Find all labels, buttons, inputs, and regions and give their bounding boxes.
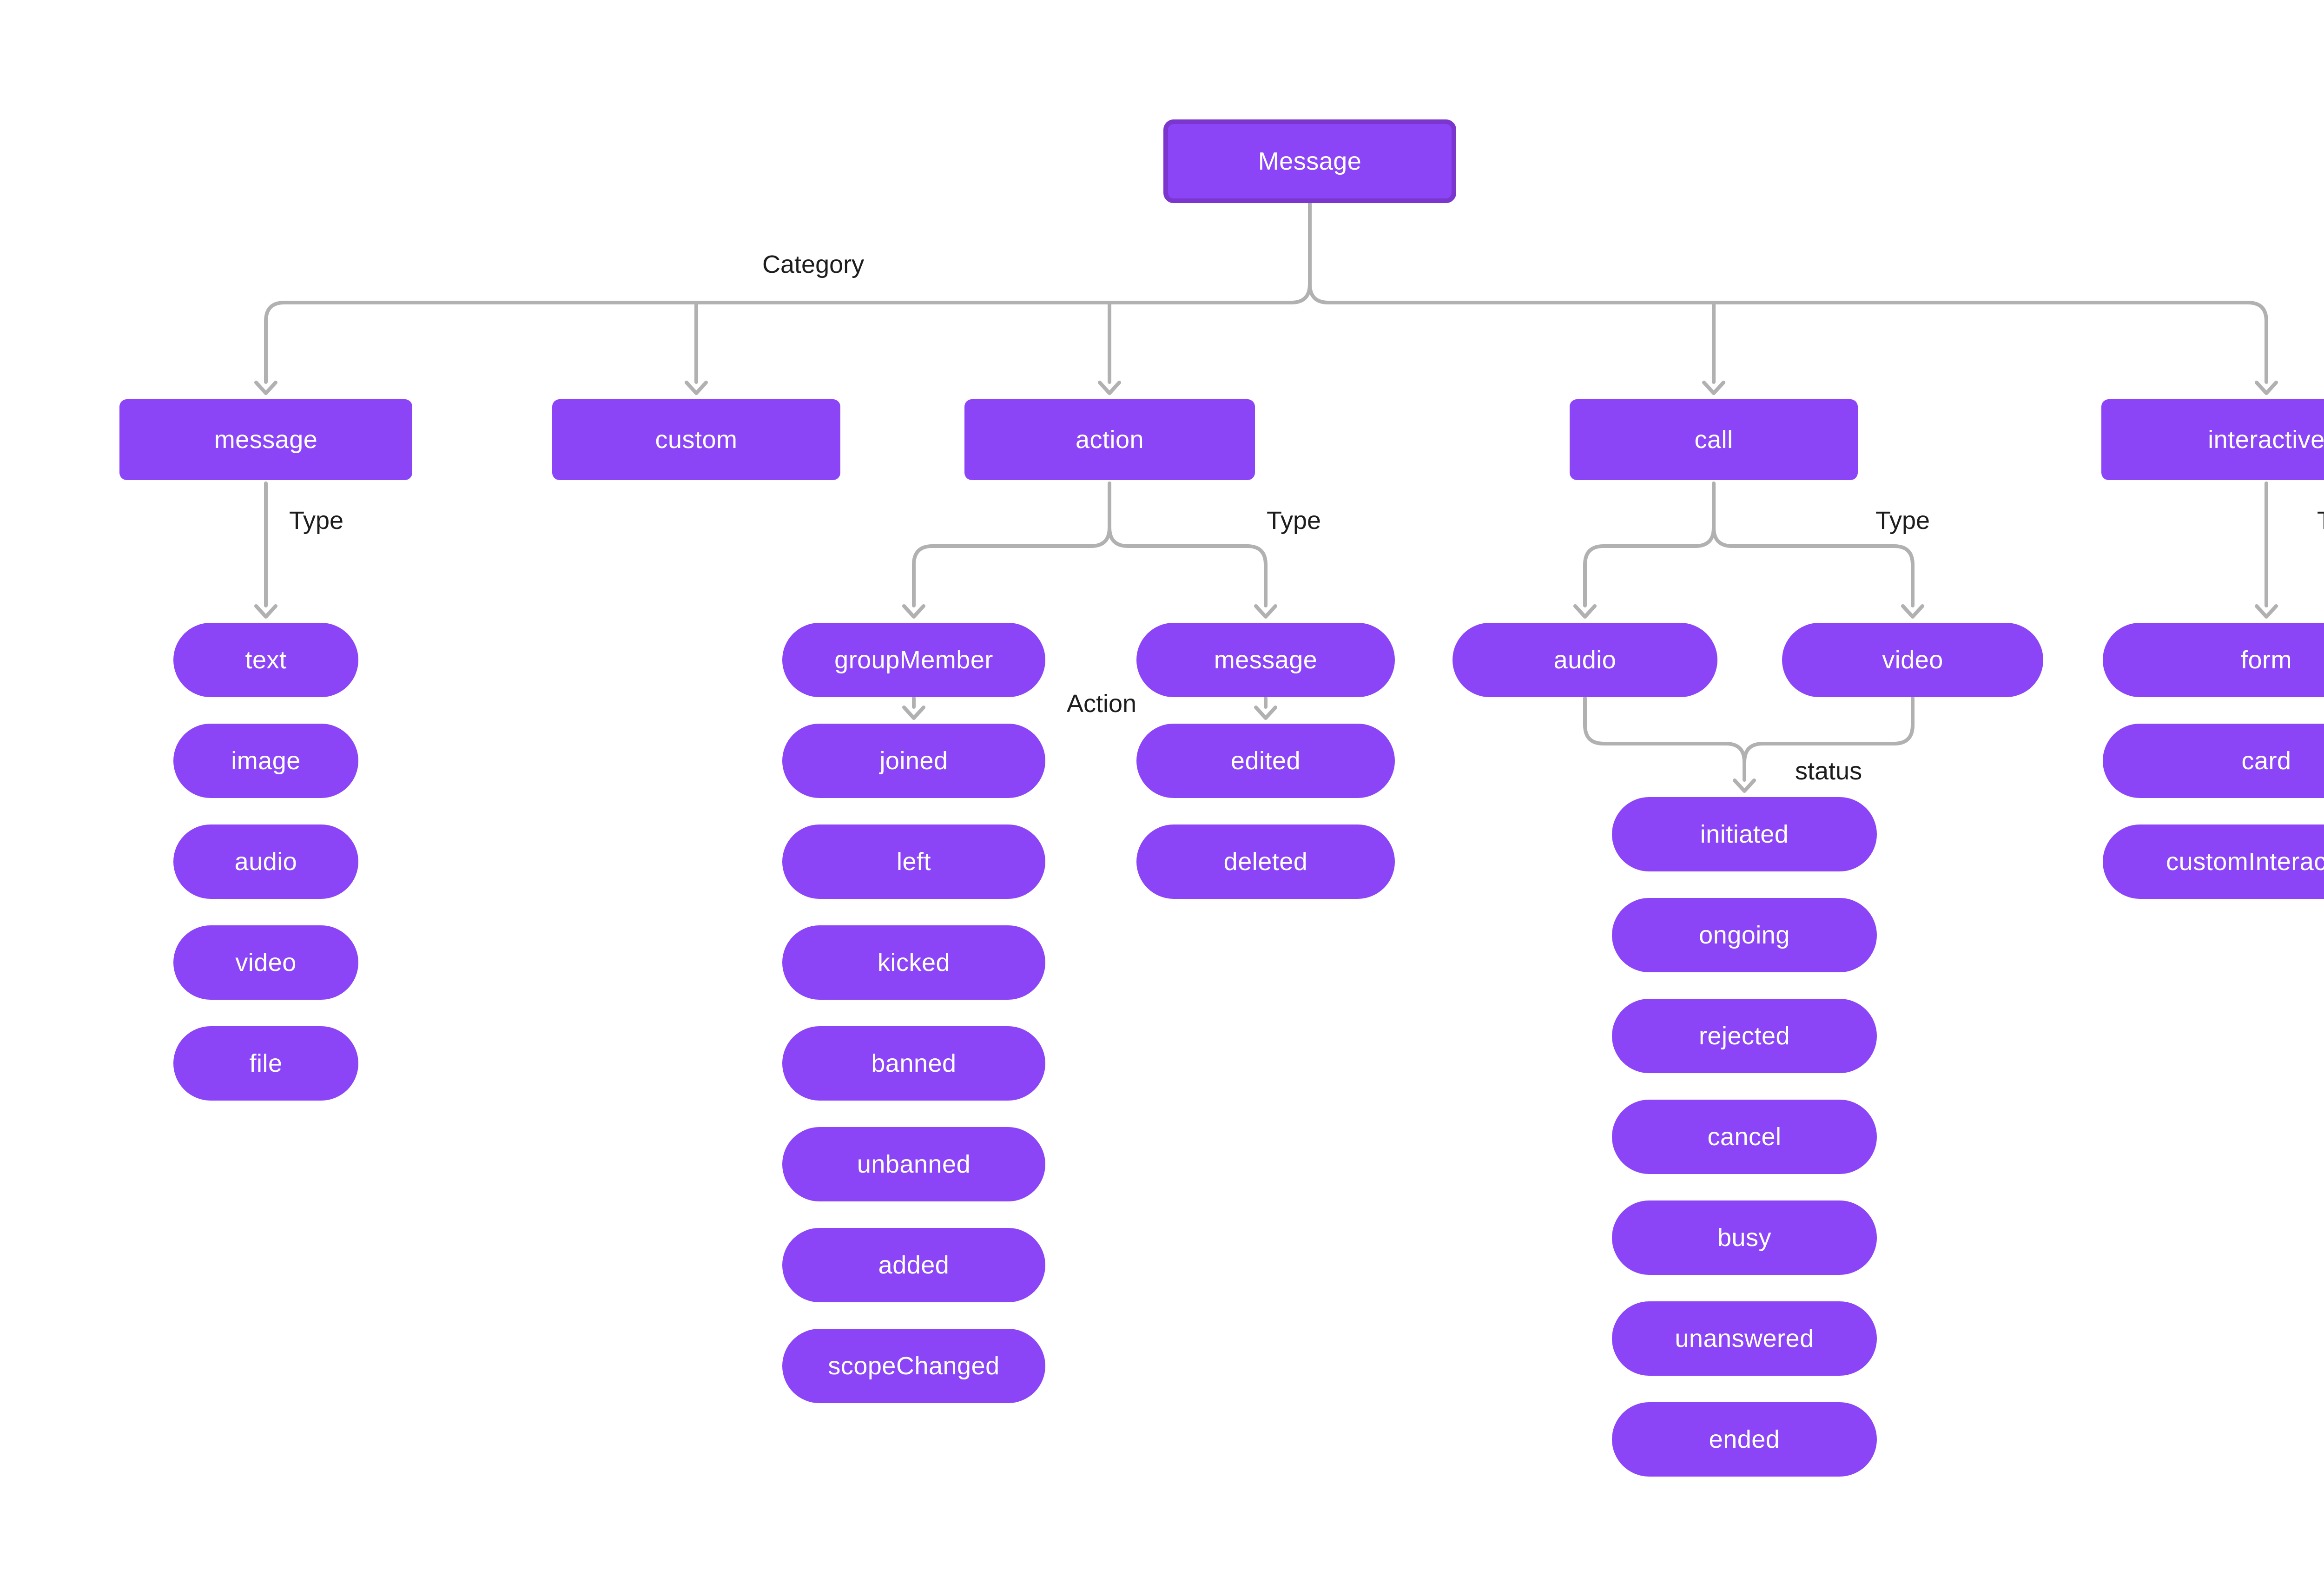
edge-message-to-action xyxy=(1254,696,1277,720)
node-form: form xyxy=(2103,623,2324,697)
node-category-custom: custom xyxy=(552,399,840,480)
edge-group-member-to-action xyxy=(902,696,925,720)
edge-interactive-to-type xyxy=(2255,481,2278,619)
node-unanswered: unanswered xyxy=(1612,1301,1877,1376)
node-custom-interactive: customInteractive xyxy=(2103,824,2324,899)
edge-label-category: Category xyxy=(762,251,865,278)
node-action-message: message xyxy=(1136,623,1395,697)
node-category-action: action xyxy=(964,399,1255,480)
edge-root-to-categories xyxy=(254,201,2278,395)
edge-label-status: status xyxy=(1795,757,1862,785)
node-edited: edited xyxy=(1136,724,1395,798)
node-deleted: deleted xyxy=(1136,824,1395,899)
node-message-root: Message xyxy=(1163,119,1456,203)
node-call-audio: audio xyxy=(1452,623,1717,697)
node-video: video xyxy=(173,925,358,1000)
node-scope-changed: scopeChanged xyxy=(782,1329,1045,1403)
edge-call-merge-to-status xyxy=(1583,696,1915,793)
node-call-video: video xyxy=(1782,623,2043,697)
node-image: image xyxy=(173,724,358,798)
node-category-interactive: interactive xyxy=(2101,399,2324,480)
node-banned: banned xyxy=(782,1026,1045,1101)
node-rejected: rejected xyxy=(1612,999,1877,1073)
edge-label-type-interactive: Type xyxy=(2317,506,2324,535)
node-category-call: call xyxy=(1570,399,1858,480)
edge-label-type-message: Type xyxy=(289,507,344,534)
node-cancel: cancel xyxy=(1612,1100,1877,1174)
edge-call-split xyxy=(1573,481,1924,619)
node-audio: audio xyxy=(173,824,358,899)
node-ongoing: ongoing xyxy=(1612,898,1877,972)
node-joined: joined xyxy=(782,724,1045,798)
edge-label-type-action: Type xyxy=(1267,507,1321,534)
node-group-member: groupMember xyxy=(782,623,1045,697)
node-added: added xyxy=(782,1228,1045,1302)
node-initiated: initiated xyxy=(1612,797,1877,871)
edge-message-to-type xyxy=(254,481,277,619)
edge-action-split xyxy=(902,481,1277,619)
node-ended: ended xyxy=(1612,1402,1877,1477)
node-text: text xyxy=(173,623,358,697)
edge-label-action: Action xyxy=(1067,690,1137,718)
node-kicked: kicked xyxy=(782,925,1045,1000)
node-unbanned: unbanned xyxy=(782,1127,1045,1201)
node-busy: busy xyxy=(1612,1200,1877,1275)
edge-label-type-call: Type xyxy=(1875,507,1930,534)
node-category-message: message xyxy=(119,399,412,480)
node-left: left xyxy=(782,824,1045,899)
node-card: card xyxy=(2103,724,2324,798)
node-file: file xyxy=(173,1026,358,1101)
